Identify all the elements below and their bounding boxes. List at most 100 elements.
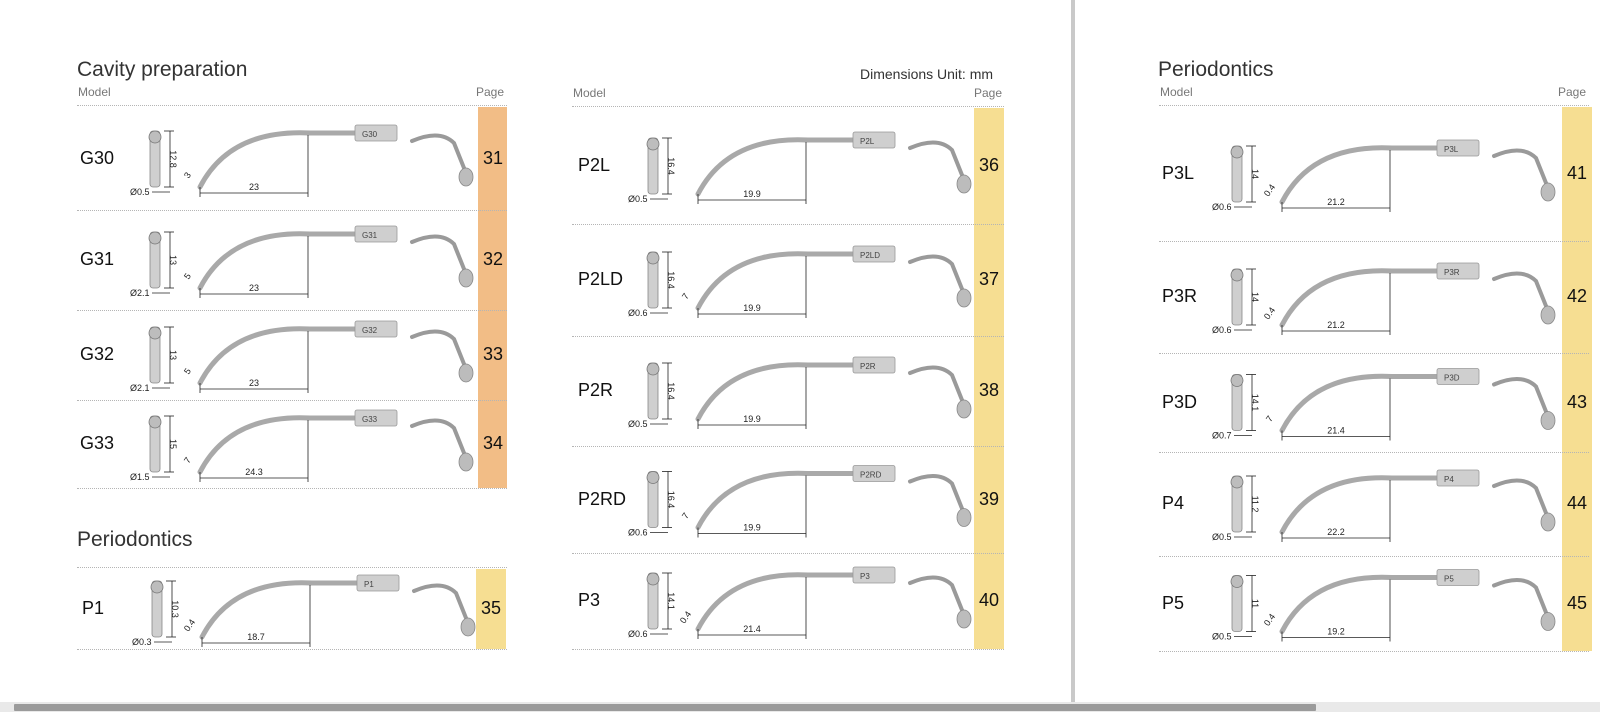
page-bar-periodontics <box>476 569 506 649</box>
page-number[interactable]: 43 <box>1566 391 1588 412</box>
diameter-label: Ø0.6 <box>1212 202 1232 212</box>
page-number[interactable]: 32 <box>482 249 504 269</box>
row-rule <box>1159 353 1589 354</box>
perspective-view-base <box>956 508 972 527</box>
row-rule <box>77 488 507 489</box>
height-label: 10.3 <box>170 600 180 618</box>
perspective-view-base <box>460 617 476 637</box>
page-column-header: Page <box>974 86 1003 100</box>
engraved-model-label: G30 <box>362 130 378 139</box>
front-view-head <box>1230 374 1244 387</box>
page-number[interactable]: 41 <box>1566 163 1588 183</box>
side-view-shaft <box>695 251 861 311</box>
side-view-shaft <box>1279 475 1445 535</box>
side-view-shaft <box>695 362 861 422</box>
header-rule <box>1159 105 1589 106</box>
perspective-view-base <box>956 288 972 308</box>
length-label: 19.9 <box>743 189 761 199</box>
page-number[interactable]: 34 <box>482 433 504 453</box>
page-number[interactable]: 35 <box>480 598 502 618</box>
row-rule <box>572 336 1004 337</box>
horizontal-scrollbar-thumb[interactable] <box>14 704 1316 711</box>
tip-segment-label: 5 <box>182 366 193 376</box>
side-view-shaft <box>1279 574 1445 634</box>
page-number[interactable]: 38 <box>978 380 1000 400</box>
diameter-label: Ø0.5 <box>1212 632 1232 642</box>
diameter-label: Ø1.5 <box>130 472 150 482</box>
page-number[interactable]: 36 <box>978 155 1000 175</box>
page-number[interactable]: 37 <box>978 269 1000 289</box>
model-name: P2L <box>578 155 611 175</box>
length-label: 19.9 <box>743 414 761 424</box>
page-number[interactable]: 31 <box>482 148 504 168</box>
page-number[interactable]: 40 <box>978 590 1000 610</box>
side-view-shaft <box>197 326 363 386</box>
page-number[interactable]: 33 <box>482 344 504 364</box>
row-rule <box>1159 651 1589 652</box>
dimensions-unit: Dimensions Unit: mm <box>860 66 994 82</box>
perspective-view-base <box>1540 411 1556 430</box>
model-column-header: Model <box>573 86 606 100</box>
page-number[interactable]: 45 <box>1566 592 1588 613</box>
length-label: 23 <box>249 182 259 192</box>
height-label: 11 <box>1250 599 1260 608</box>
handpiece-thread <box>852 566 896 584</box>
perspective-view-base <box>956 174 972 194</box>
handpiece-thread <box>1436 139 1480 157</box>
height-label: 15 <box>168 439 178 449</box>
handpiece-thread <box>354 225 398 243</box>
page-number[interactable]: 39 <box>978 488 1000 509</box>
model-name: G31 <box>80 249 115 269</box>
model-name: P2R <box>578 380 614 400</box>
front-view-head <box>646 572 660 586</box>
engraved-model-label: P5 <box>1444 575 1454 584</box>
engraved-model-label: P3 <box>860 572 870 581</box>
height-label: 13 <box>168 255 178 265</box>
diameter-label: Ø0.5 <box>628 419 648 429</box>
row-rule <box>77 649 507 650</box>
diameter-label: Ø0.5 <box>130 187 150 197</box>
perspective-view-base <box>1540 305 1556 325</box>
side-view-shaft <box>1279 268 1445 328</box>
model-name: G30 <box>80 148 115 168</box>
tip-segment-label: 7 <box>680 511 691 521</box>
page-number[interactable]: 44 <box>1566 493 1588 513</box>
front-view-head <box>1230 575 1244 588</box>
perspective-view-shaft <box>412 583 470 625</box>
tip-segment-label: 3 <box>182 170 193 180</box>
engraved-model-label: G32 <box>362 326 378 335</box>
perspective-view-base <box>458 167 474 187</box>
diameter-label: Ø0.6 <box>628 528 648 538</box>
model-name: P3 <box>578 590 601 610</box>
section-rule <box>77 567 507 568</box>
front-view-head <box>1230 268 1244 282</box>
model-name: P3D <box>1162 391 1198 412</box>
model-name: P3R <box>1162 286 1198 306</box>
perspective-view-shaft <box>410 329 468 371</box>
length-label: 21.4 <box>1327 426 1345 436</box>
side-view-shaft <box>1279 145 1445 205</box>
front-view-head <box>148 231 162 245</box>
tip-segment-label: 7 <box>680 291 691 301</box>
page-number[interactable]: 42 <box>1566 286 1588 306</box>
engraved-model-label: P2R <box>860 362 876 371</box>
